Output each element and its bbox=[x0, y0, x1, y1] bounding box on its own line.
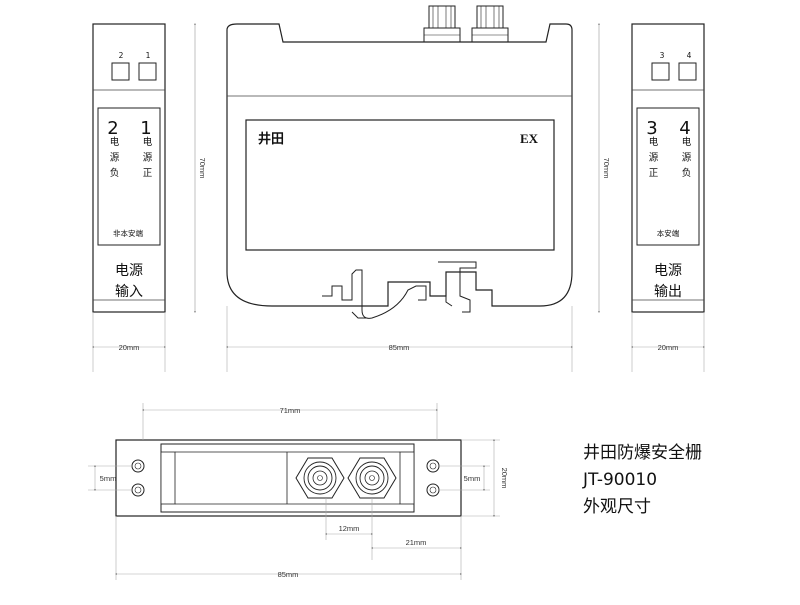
footer-line1: 电源 bbox=[654, 263, 682, 279]
hex-connector-left bbox=[295, 457, 345, 499]
dimension-label: 20mm bbox=[119, 343, 140, 352]
front-label-window bbox=[245, 119, 555, 251]
dimension-label: 20mm bbox=[500, 468, 509, 489]
panel-column-text: 电源正 bbox=[141, 136, 153, 183]
mounting-hole bbox=[131, 459, 145, 473]
dimension-label: 71mm bbox=[280, 406, 301, 415]
top-width-dimensions bbox=[91, 306, 706, 372]
caption-subtitle: 外观尺寸 bbox=[583, 497, 651, 517]
panel-column-text: 电源正 bbox=[647, 136, 659, 183]
left-label-panel bbox=[97, 107, 161, 246]
dimension-label: 12mm bbox=[339, 524, 360, 533]
left-height-dimension: 70mm bbox=[194, 22, 207, 314]
mounting-hole bbox=[426, 483, 440, 497]
dimension-label: 70mm bbox=[602, 158, 611, 179]
terminal-screw bbox=[111, 62, 130, 81]
brand-label: 井田 bbox=[258, 131, 284, 146]
dimension-label: 5mm bbox=[464, 474, 481, 483]
footer-line2: 输入 bbox=[115, 284, 143, 300]
terminal-label: 4 bbox=[687, 51, 692, 60]
bottom-view bbox=[115, 439, 462, 517]
terminal-label: 3 bbox=[660, 51, 665, 60]
panel-number: 1 bbox=[140, 118, 151, 139]
footer-line1: 电源 bbox=[115, 263, 143, 279]
panel-note: 本安端 bbox=[657, 228, 680, 238]
right-label-panel bbox=[636, 107, 700, 246]
terminal-screw bbox=[651, 62, 670, 81]
footer-line2: 输出 bbox=[654, 284, 682, 300]
right-height-dimension: 70mm bbox=[598, 22, 611, 314]
terminal-label: 2 bbox=[119, 51, 124, 60]
dimension-label: 85mm bbox=[278, 570, 299, 579]
top-connector-right bbox=[471, 5, 509, 43]
mounting-hole bbox=[426, 459, 440, 473]
right-module: 3 4 3 4 电源正 电源负 本安端 电源 输出 bbox=[631, 23, 705, 313]
dimension-label: 85mm bbox=[389, 343, 410, 352]
panel-note: 非本安端 bbox=[113, 228, 143, 238]
panel-number: 3 bbox=[646, 118, 657, 139]
din-rail-clip bbox=[322, 261, 477, 319]
dimension-label: 70mm bbox=[198, 158, 207, 179]
panel-column-text: 电源负 bbox=[680, 136, 692, 183]
dimension-label: 5mm bbox=[100, 474, 117, 483]
panel-column-text: 电源负 bbox=[108, 136, 120, 183]
caption: 井田防爆安全栅 JT-90010 外观尺寸 bbox=[582, 443, 702, 517]
hex-connector-right bbox=[347, 457, 397, 499]
terminal-screw bbox=[678, 62, 697, 81]
bottom-dimensions bbox=[88, 403, 500, 580]
top-connector-left bbox=[423, 5, 461, 43]
center-module: 井田 EX bbox=[226, 5, 573, 319]
terminal-screw bbox=[138, 62, 157, 81]
mounting-hole bbox=[131, 483, 145, 497]
dimension-label: 21mm bbox=[406, 538, 427, 547]
left-module: 2 1 2 1 电源负 电源正 非本安端 电源 输入 bbox=[92, 23, 166, 313]
panel-number: 2 bbox=[107, 118, 118, 139]
panel-number: 4 bbox=[679, 118, 690, 139]
caption-title: 井田防爆安全栅 bbox=[583, 443, 702, 463]
ex-label: EX bbox=[520, 131, 539, 146]
caption-model: JT-90010 bbox=[582, 470, 657, 490]
terminal-label: 1 bbox=[146, 51, 151, 60]
dimension-label: 20mm bbox=[658, 343, 679, 352]
